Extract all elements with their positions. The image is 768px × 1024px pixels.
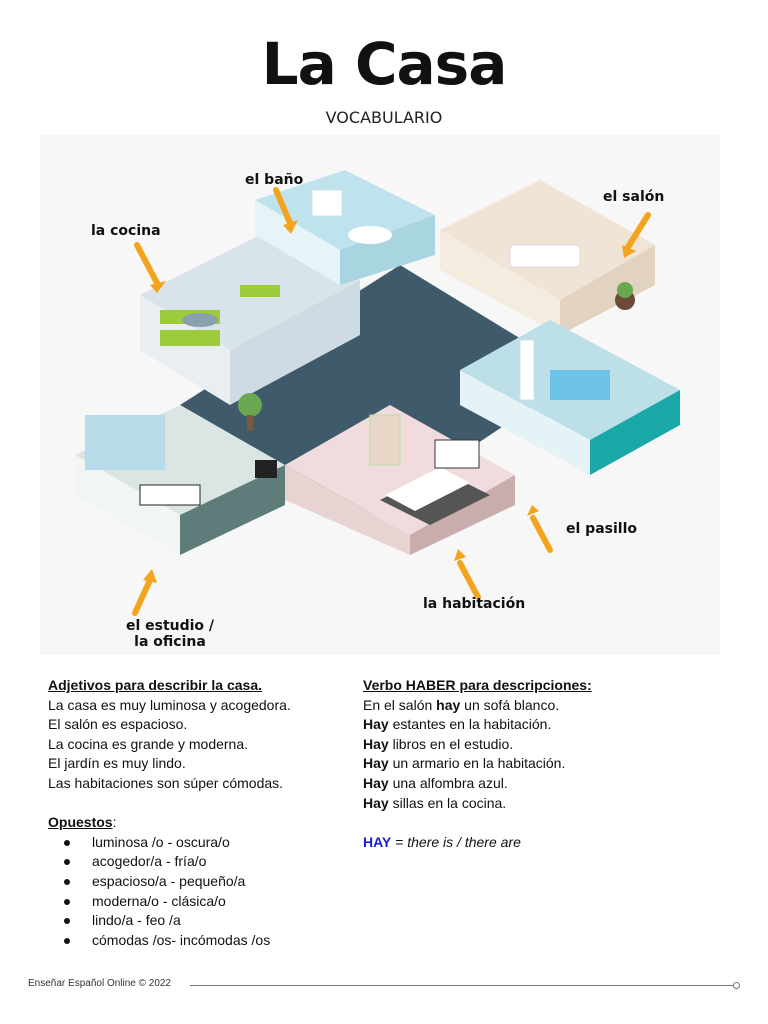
haber-heading: Verbo HABER para descripciones:	[363, 677, 592, 693]
opuesto-item: lindo/a - feo /a	[48, 911, 348, 931]
arrow-cocina	[134, 242, 160, 286]
hay-word: Hay	[363, 755, 389, 772]
adjetivo-line: El salón es espacioso.	[48, 716, 188, 733]
arrow-habitacion	[457, 560, 481, 600]
hay-definition: HAY = there is / there are	[363, 833, 723, 853]
footer-copyright: Enseñar Español Online © 2022	[28, 978, 172, 989]
label-salon: el salón	[603, 189, 665, 205]
opuesto-item: espacioso/a - pequeño/a	[48, 872, 348, 892]
footer-rule	[190, 985, 736, 986]
haber-text: un armario en la habitación.	[388, 755, 566, 772]
arrows	[132, 187, 651, 616]
opuestos-colon: :	[112, 814, 117, 831]
sofa	[509, 244, 581, 268]
arrow-salon	[625, 212, 651, 250]
hay-word: Hay	[363, 716, 389, 733]
adjetivo-line: La casa es muy luminosa y acogedora.	[48, 696, 291, 713]
haber-line: Hay sillas en la cocina.	[363, 794, 723, 814]
adjetivo-line: El jardín es muy lindo.	[48, 755, 186, 772]
opuesto-item: acogedor/a - fría/o	[48, 852, 348, 872]
hay-word: Hay	[363, 794, 389, 811]
haber-text: estantes en la habitación.	[388, 716, 552, 733]
page-title: La Casa	[261, 30, 508, 98]
adjetivo-line: Las habitaciones son súper cómodas.	[48, 774, 284, 791]
haber-line: En el salón hay un sofá blanco.	[363, 696, 723, 716]
adjetivos-heading: Adjetivos para describir la casa.	[48, 677, 262, 693]
opuestos-heading-row: Opuestos:	[48, 813, 348, 833]
hay-definition-word: HAY	[363, 833, 392, 850]
arrow-estudio	[132, 577, 153, 616]
label-estudio-line2: la oficina	[134, 634, 206, 650]
hay-word: Hay	[363, 774, 389, 791]
haber-text: libros en el estudio.	[388, 735, 514, 752]
opuestos-heading: Opuestos	[48, 814, 113, 831]
haber-text: una alfombra azul.	[388, 774, 508, 791]
hay-word: hay	[436, 696, 461, 713]
adjetivo-line: La cocina es grande y moderna.	[48, 735, 249, 752]
page-subtitle: VOCABULARIO	[325, 108, 443, 127]
footer-rule-end	[733, 982, 740, 989]
haber-text: un sofá blanco.	[460, 696, 560, 713]
label-pasillo: el pasillo	[566, 521, 637, 537]
wardrobe	[369, 414, 401, 466]
hay-definition-text: = there is / there are	[391, 833, 521, 850]
haber-section: Verbo HABER para descripciones: En el sa…	[363, 676, 723, 852]
haber-text: En el salón	[363, 696, 437, 713]
study-window	[85, 415, 165, 470]
label-habitacion: la habitación	[423, 596, 526, 612]
haber-line: Hay libros en el estudio.	[363, 735, 723, 755]
arrow-pasillo	[530, 515, 553, 553]
haber-line: Hay un armario en la habitación.	[363, 754, 723, 774]
adjetivos-section: Adjetivos para describir la casa. La cas…	[48, 676, 348, 950]
haber-line: Hay estantes en la habitación.	[363, 715, 723, 735]
label-bano: el baño	[245, 172, 304, 188]
bathroom-floor	[255, 170, 435, 250]
house-floorplan-graphic	[75, 170, 680, 616]
desk	[139, 484, 201, 506]
haber-line: Hay una alfombra azul.	[363, 774, 723, 794]
opuestos-list: luminosa /o - oscura/o acogedor/a - fría…	[48, 833, 348, 951]
house-illustration: el baño la cocina el salón el pasillo la…	[40, 135, 720, 655]
plant	[238, 393, 262, 417]
label-estudio: el estudio / la oficina	[120, 618, 220, 650]
label-estudio-line1: el estudio /	[125, 618, 215, 634]
living-room-floor	[440, 180, 655, 300]
bed	[550, 370, 610, 400]
opuesto-item: luminosa /o - oscura/o	[48, 833, 348, 853]
opuesto-item: cómodas /os- incómodas /os	[48, 931, 348, 951]
label-cocina: la cocina	[91, 223, 161, 239]
hay-word: Hay	[363, 735, 389, 752]
arrow-bano	[273, 187, 293, 226]
haber-text: sillas en la cocina.	[388, 794, 507, 811]
hallway-floor	[180, 265, 580, 515]
opuesto-item: moderna/o - clásica/o	[48, 892, 348, 912]
